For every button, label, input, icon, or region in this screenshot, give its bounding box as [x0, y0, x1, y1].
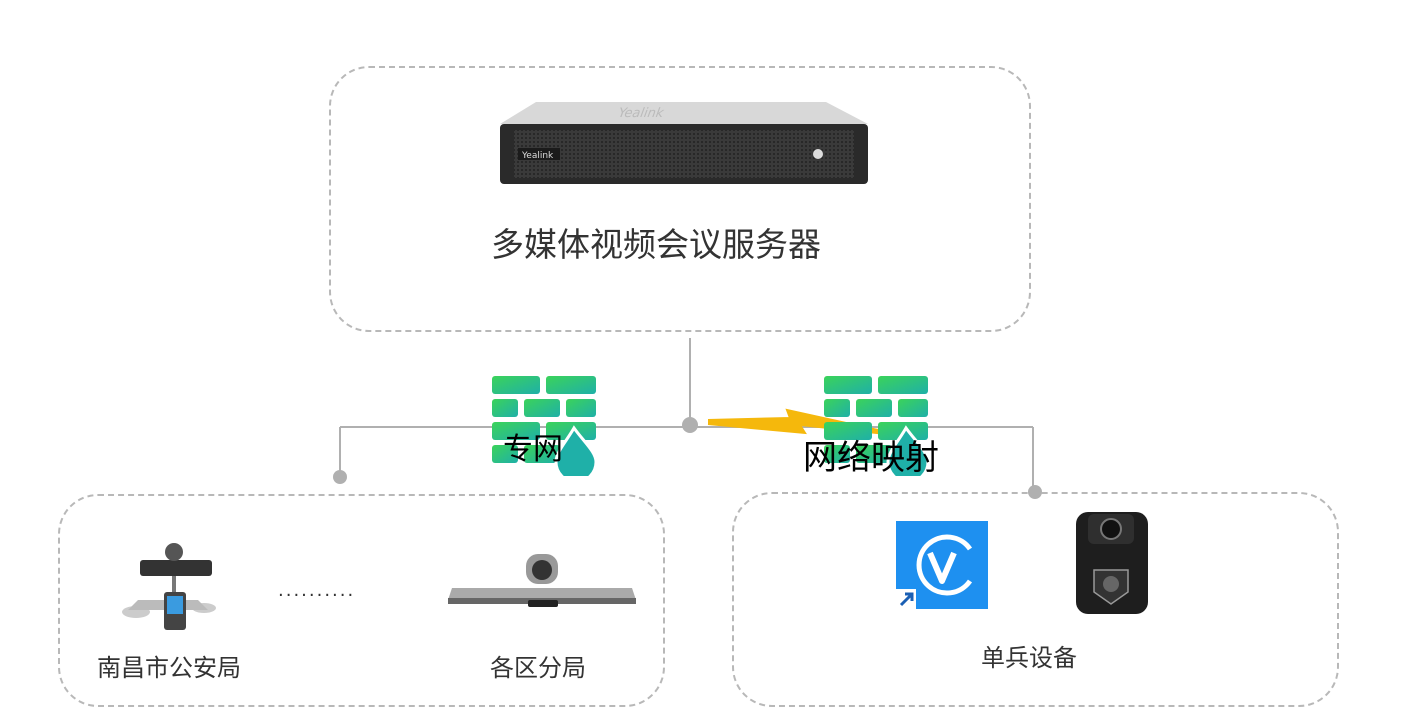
field-devices-label: 单兵设备	[981, 644, 1077, 672]
svg-text:Yealink: Yealink	[615, 106, 667, 121]
junction-dot	[333, 470, 347, 484]
firewall-icon	[492, 376, 598, 476]
conference-phone-image	[122, 543, 216, 630]
police-hq-group	[58, 494, 665, 707]
svg-text:Yealink: Yealink	[521, 151, 554, 161]
server-group	[329, 66, 1031, 332]
firewall-icon	[824, 376, 930, 476]
video-bar-camera-image	[448, 554, 636, 607]
server-title: 多媒体视频会议服务器	[491, 225, 821, 264]
body-camera-image	[1076, 512, 1148, 614]
police-hq-label: 南昌市公安局	[97, 654, 241, 682]
private-network-label: 专网	[503, 432, 563, 467]
junction-dot	[682, 417, 698, 433]
junction-dot	[1028, 485, 1042, 499]
ellipsis-dots: ··········	[278, 585, 356, 606]
video-app-shortcut-icon[interactable]	[896, 521, 988, 611]
district-branches-label: 各区分局	[490, 654, 586, 682]
network-mapping-label: 网络映射	[803, 438, 939, 478]
server-rack-image: Yealink Yealink	[500, 102, 868, 184]
